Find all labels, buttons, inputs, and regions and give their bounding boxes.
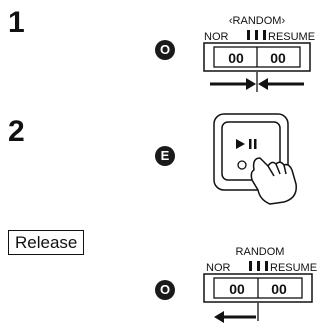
- left-arrow-icon: [214, 303, 259, 323]
- switch-left-label: NOR: [204, 31, 229, 43]
- switch-tick: [255, 30, 258, 40]
- switch-title: RANDOM: [236, 246, 285, 258]
- step-2-badge: E: [155, 146, 175, 166]
- switch-title: ‹RANDOM›: [229, 15, 286, 27]
- mode-switch-diagram-2: RANDOM NOR RESUME 00 00: [203, 246, 317, 323]
- pointing-hand-icon: [250, 157, 297, 205]
- counter-frame: [203, 42, 311, 72]
- step-3-badge: O: [155, 280, 175, 300]
- counter-digits-right: 00: [271, 281, 287, 297]
- counter-digits-left: 00: [228, 50, 244, 66]
- indicator-dot: [237, 160, 247, 170]
- switch-left-label: NOR: [206, 262, 231, 274]
- switch-right-label: RESUME: [270, 262, 317, 274]
- step-1-badge: O: [155, 40, 175, 60]
- switch-tick: [265, 261, 268, 271]
- step-1-number: 1: [8, 6, 25, 39]
- switch-right-label: RESUME: [268, 31, 315, 43]
- counter-frame: [203, 273, 313, 303]
- switch-tick: [257, 261, 260, 271]
- release-label: Release: [8, 230, 85, 255]
- switch-tick: [263, 30, 266, 40]
- play-pause-icon: [236, 139, 257, 149]
- switch-tick: [249, 261, 252, 271]
- play-pause-button-diagram: [213, 113, 297, 205]
- mode-switch-diagram-1: ‹RANDOM› NOR RESUME 00 00: [203, 15, 315, 92]
- step-2-number: 2: [8, 115, 25, 148]
- converging-arrows-icon: [210, 72, 304, 92]
- counter-digits-left: 00: [229, 281, 245, 297]
- switch-tick: [247, 30, 250, 40]
- counter-digits-right: 00: [270, 50, 286, 66]
